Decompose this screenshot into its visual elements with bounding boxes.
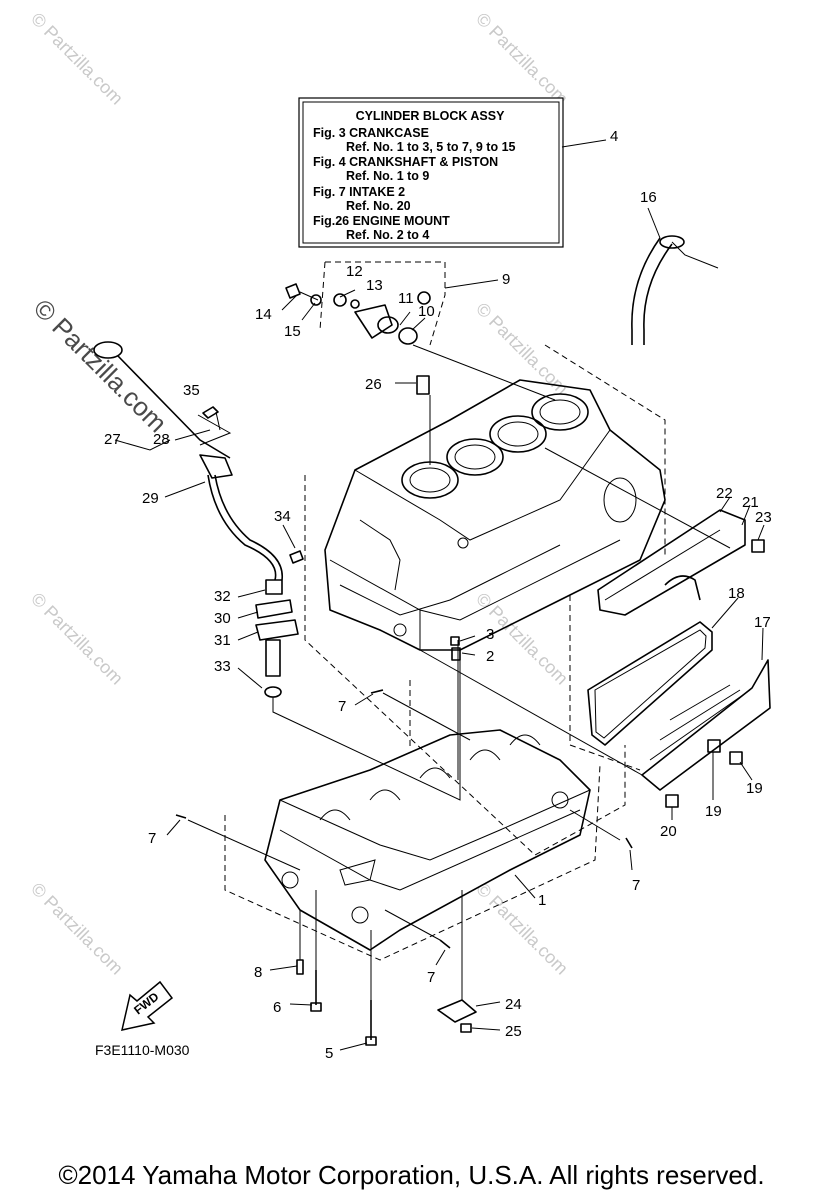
breather-hose: [631, 235, 685, 345]
callout-18: 18: [728, 585, 745, 602]
fasteners: [175, 539, 765, 1046]
callout-7: 7: [427, 969, 435, 986]
info-box-line: Ref. No. 20: [346, 199, 411, 213]
copyright-footer: ©2014 Yamaha Motor Corporation, U.S.A. A…: [58, 1160, 765, 1190]
callout-15: 15: [284, 323, 301, 340]
bracket-parts: [285, 283, 431, 395]
callout-11: 11: [398, 290, 414, 307]
callout-26: 26: [365, 376, 382, 393]
callout-25: 25: [505, 1023, 522, 1040]
callout-14: 14: [255, 306, 272, 323]
callout-6: 6: [273, 999, 281, 1016]
info-box-line: Fig.26 ENGINE MOUNT: [313, 214, 450, 228]
watermark-dark: © Partzilla.com: [28, 293, 173, 438]
callout-1: 1: [538, 892, 546, 909]
drawing-code: F3E1110-M030: [95, 1042, 190, 1058]
callout-5: 5: [325, 1045, 333, 1062]
callout-27: 27: [104, 431, 121, 448]
callout-7: 7: [148, 830, 156, 847]
callout-7: 7: [338, 698, 346, 715]
watermark: © Partzilla.com: [27, 9, 127, 109]
callout-12: 12: [346, 263, 363, 280]
side-cover-assembly: [587, 509, 771, 791]
callout-17: 17: [754, 614, 771, 631]
callout-21: 21: [742, 494, 759, 511]
info-box-title: CYLINDER BLOCK ASSY: [356, 109, 506, 123]
callout-31: 31: [214, 632, 231, 649]
cylinder-block: [324, 379, 666, 651]
callout-13: 13: [366, 277, 383, 294]
callout-20: 20: [660, 823, 677, 840]
callout-19: 19: [705, 803, 722, 820]
callout-9: 9: [502, 271, 510, 288]
callout-3: 3: [486, 626, 494, 643]
callout-22: 22: [716, 485, 733, 502]
oil-level-gauge: [93, 341, 304, 698]
callout-32: 32: [214, 588, 231, 605]
callout-28: 28: [153, 431, 170, 448]
callout-35: 35: [183, 382, 200, 399]
info-box-line: Ref. No. 1 to 9: [346, 169, 429, 183]
watermark: © Partzilla.com: [472, 9, 572, 109]
callout-30: 30: [214, 610, 231, 627]
callout-4: 4: [610, 128, 618, 145]
callout-7: 7: [632, 877, 640, 894]
watermark: © Partzilla.com: [472, 299, 572, 399]
callout-8: 8: [254, 964, 262, 981]
info-box: CYLINDER BLOCK ASSY Fig. 3 CRANKCASE Ref…: [298, 97, 564, 248]
watermark: © Partzilla.com: [27, 879, 127, 979]
info-box-line: Fig. 7 INTAKE 2: [313, 185, 405, 199]
info-box-line: Fig. 4 CRANKSHAFT & PISTON: [313, 155, 498, 169]
callout-34: 34: [274, 508, 291, 525]
callout-10: 10: [418, 303, 435, 320]
crankcase-lower: [264, 729, 591, 951]
info-box-line: Fig. 3 CRANKCASE: [313, 126, 429, 140]
watermark: © Partzilla.com: [27, 589, 127, 689]
callout-29: 29: [142, 490, 159, 507]
callout-16: 16: [640, 189, 657, 206]
leader-lines: [114, 139, 765, 1051]
callout-19: 19: [746, 780, 763, 797]
info-box-line: Ref. No. 2 to 4: [346, 228, 429, 242]
group-outlines: [224, 261, 666, 961]
callout-2: 2: [486, 648, 494, 665]
callout-33: 33: [214, 658, 231, 675]
callout-23: 23: [755, 509, 772, 526]
callouts: 1 2 3 4 5 6 7 7 7 7 8 9 10 11 12 13 14 1…: [104, 128, 772, 1062]
info-box-line: Ref. No. 1 to 3, 5 to 7, 9 to 15: [346, 140, 516, 154]
fwd-arrow-icon: FWD: [121, 980, 174, 1031]
callout-24: 24: [505, 996, 522, 1013]
